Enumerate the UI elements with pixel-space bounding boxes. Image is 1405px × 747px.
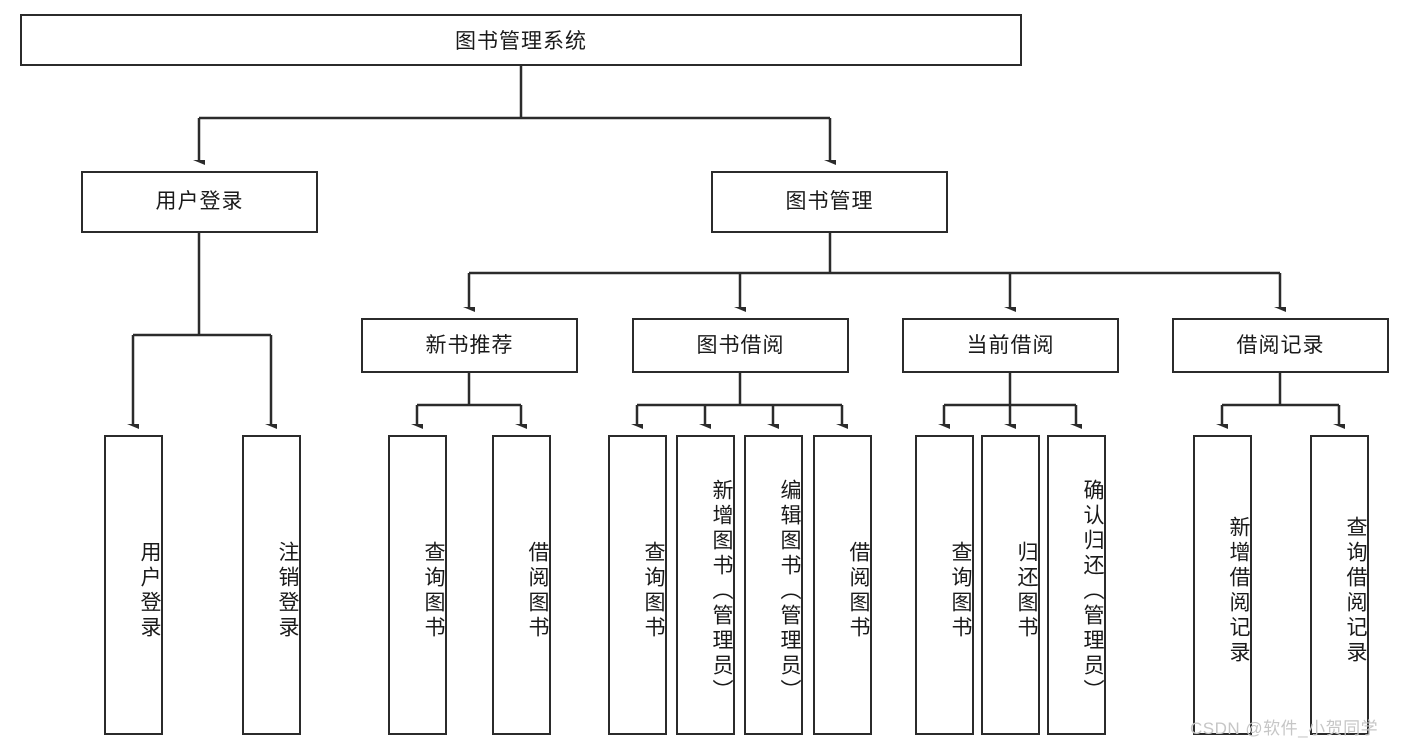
node-label: 新增借阅记录	[1227, 516, 1250, 666]
node-leaf-borrow-book-newbook[interactable]: 借阅图书	[492, 435, 551, 735]
node-label: 新增图书（管理员）	[710, 478, 733, 704]
node-leaf-return-book[interactable]: 归还图书	[981, 435, 1040, 735]
node-leaf-borrow-book[interactable]: 借阅图书	[813, 435, 872, 735]
node-label: 确认归还（管理员）	[1081, 478, 1104, 704]
node-leaf-query-book-borrow[interactable]: 查询图书	[608, 435, 667, 735]
node-label: 图书借阅	[696, 333, 785, 357]
node-leaf-confirm-return-admin[interactable]: 确认归还（管理员）	[1047, 435, 1106, 735]
node-user-login[interactable]: 用户登录	[81, 171, 318, 233]
node-label: 编辑图书（管理员）	[778, 478, 801, 704]
node-leaf-user-login[interactable]: 用户登录	[104, 435, 163, 735]
node-leaf-add-book-admin[interactable]: 新增图书（管理员）	[676, 435, 735, 735]
node-label: 图书管理系统	[455, 30, 587, 53]
node-label: 新书推荐	[425, 333, 514, 357]
node-label: 查询借阅记录	[1344, 516, 1367, 666]
node-root-book-management-system[interactable]: 图书管理系统	[20, 14, 1022, 66]
node-label: 归还图书	[1015, 541, 1038, 641]
node-label: 查询图书	[422, 541, 445, 641]
node-leaf-query-borrow-record[interactable]: 查询借阅记录	[1310, 435, 1369, 735]
node-leaf-query-book-newbook[interactable]: 查询图书	[388, 435, 447, 735]
node-book-management[interactable]: 图书管理	[711, 171, 948, 233]
node-label: 借阅图书	[847, 541, 870, 641]
node-label: 注销登录	[276, 541, 299, 641]
node-leaf-add-borrow-record[interactable]: 新增借阅记录	[1193, 435, 1252, 735]
node-book-borrow[interactable]: 图书借阅	[632, 318, 849, 373]
node-current-borrow[interactable]: 当前借阅	[902, 318, 1119, 373]
node-label: 当前借阅	[966, 333, 1055, 357]
node-label: 借阅图书	[526, 541, 549, 641]
node-label: 图书管理	[785, 190, 874, 214]
node-new-book-recommend[interactable]: 新书推荐	[361, 318, 578, 373]
node-label: 用户登录	[138, 541, 161, 641]
csdn-watermark: CSDN @软件_小贺同学	[1190, 719, 1379, 738]
node-borrow-record[interactable]: 借阅记录	[1172, 318, 1389, 373]
node-leaf-query-book-current[interactable]: 查询图书	[915, 435, 974, 735]
node-label: 查询图书	[642, 541, 665, 641]
node-label: 借阅记录	[1236, 333, 1325, 357]
node-leaf-edit-book-admin[interactable]: 编辑图书（管理员）	[744, 435, 803, 735]
node-leaf-logout[interactable]: 注销登录	[242, 435, 301, 735]
node-label: 查询图书	[949, 541, 972, 641]
node-label: 用户登录	[155, 190, 244, 214]
